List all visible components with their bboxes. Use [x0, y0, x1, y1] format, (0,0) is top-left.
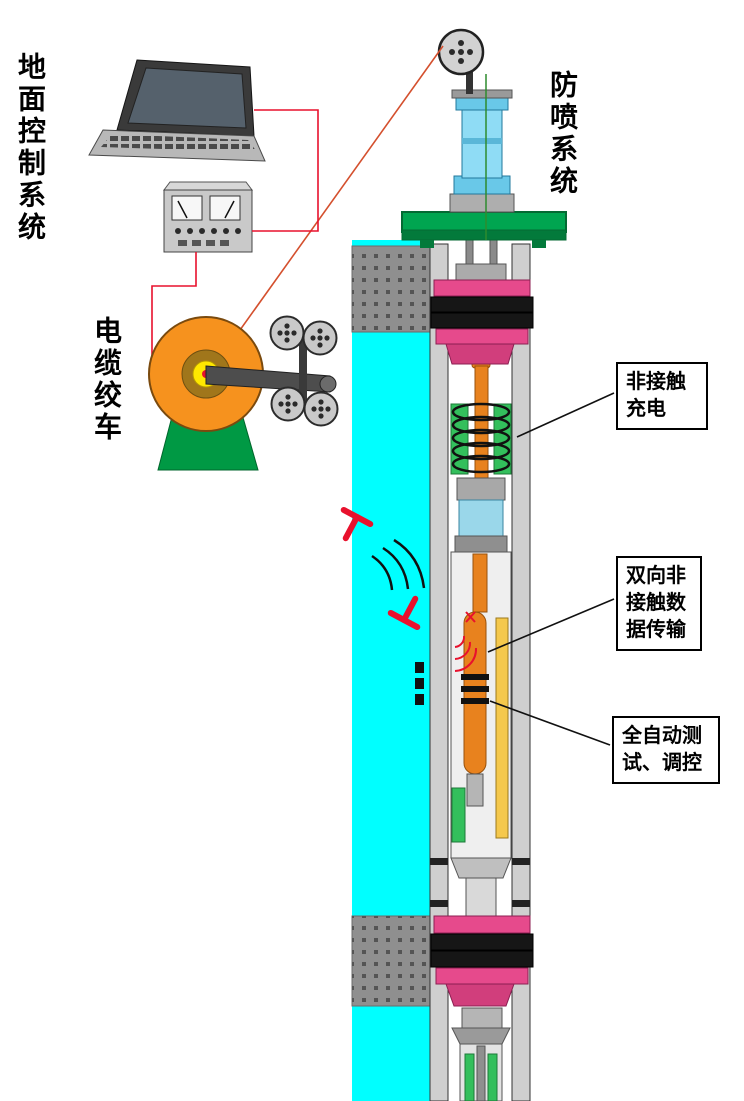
cement-block-bottom [351, 915, 431, 1007]
laptop-screen [127, 67, 247, 129]
antenna-symbol-lower [387, 595, 421, 631]
control-instrument [163, 181, 253, 253]
marker-dashes [415, 662, 424, 705]
bottom-assembly [451, 1007, 511, 1101]
callout-bidirectional-data: 双向非 接触数 据传输 [616, 556, 702, 651]
meter-right [209, 195, 241, 221]
meter-left [171, 195, 203, 221]
wellhead-flange [401, 211, 567, 248]
wireless-telemetry [340, 506, 426, 631]
wireless-arcs [371, 538, 426, 591]
laptop-keyboard [101, 134, 257, 152]
sheave-wheel [303, 391, 339, 427]
sheave-wheel [269, 315, 305, 351]
callout-leaders [487, 392, 615, 746]
instrument-knobs [175, 228, 241, 234]
crown-pulley [437, 28, 485, 94]
wireline-surface [209, 45, 444, 373]
sheave-wheel [270, 386, 306, 422]
instrument-buttons [178, 240, 229, 246]
label-surface-control-system: 地面控制系统 [15, 52, 46, 244]
sheave-block [269, 315, 339, 427]
antenna-symbol-upper [340, 506, 374, 542]
packer-top [430, 279, 534, 365]
sheave-wheel [302, 320, 338, 356]
casing-right [511, 243, 531, 1101]
callout-noncontact-charging: 非接触 充电 [616, 362, 708, 430]
label-cable-winch: 电缆绞车 [91, 316, 122, 444]
label-blowout-prevention: 防喷系统 [547, 70, 578, 198]
casing-joints [430, 858, 530, 907]
callout-auto-test-control: 全自动测 试、调控 [612, 716, 720, 784]
cement-block-top [351, 245, 431, 333]
casing-left [429, 243, 449, 1101]
bop-stack [449, 89, 515, 213]
sensor-bands [461, 674, 489, 704]
laptop [88, 59, 266, 162]
packer-bottom [430, 915, 534, 1007]
tool-capsule [463, 611, 487, 775]
battery-pack [495, 617, 509, 839]
charging-coil [451, 402, 511, 474]
inbore-signal [454, 611, 478, 672]
